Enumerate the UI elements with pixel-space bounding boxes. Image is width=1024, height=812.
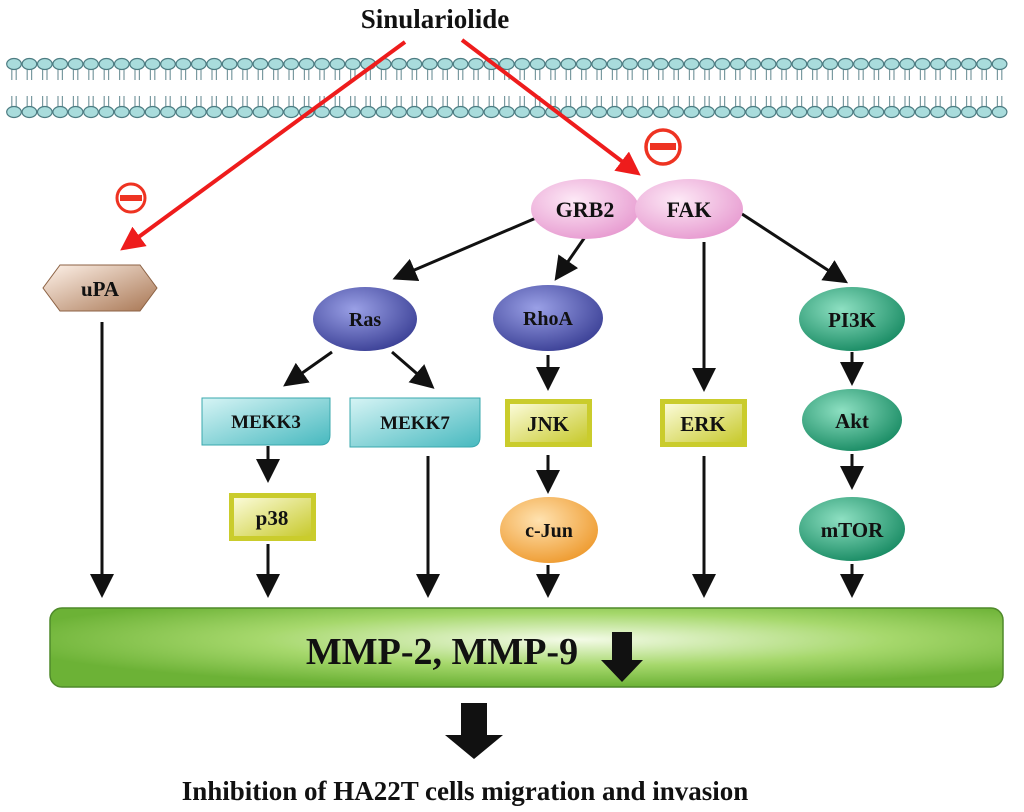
down-arrow-icon	[601, 632, 643, 682]
node-akt: Akt	[802, 389, 902, 451]
node-jnk: JNK	[505, 399, 592, 447]
node-p38: p38	[229, 493, 316, 541]
arrow-grb2-ras	[392, 216, 537, 281]
node-cjun-label: c-Jun	[525, 520, 573, 542]
mmp-bar-label: MMP-2, MMP-9	[306, 631, 578, 673]
node-akt-label: Akt	[835, 409, 869, 433]
node-mtor-label: mTOR	[821, 518, 884, 542]
inhibit-arrow-to-fak	[460, 38, 641, 176]
arrow-ras-mekk7	[391, 350, 435, 389]
inhibition-symbol-fak	[644, 128, 682, 166]
node-ras: Ras	[313, 287, 417, 351]
node-fak: FAK	[635, 179, 743, 239]
outcome-text: Inhibition of HA22T cells migration and …	[182, 776, 749, 806]
node-grb2-label: GRB2	[556, 197, 615, 222]
node-mekk7: MEKK7	[349, 397, 481, 448]
node-erk-label: ERK	[680, 412, 726, 436]
node-cjun: c-Jun	[500, 497, 598, 563]
node-jnk-label: JNK	[527, 412, 570, 436]
node-grb2: GRB2	[531, 179, 639, 239]
node-mekk3-label: MEKK3	[231, 412, 301, 433]
cell-membrane	[6, 57, 1008, 119]
node-upa-label: uPA	[81, 277, 120, 301]
inhibit-arrow-to-upa	[120, 40, 407, 251]
node-p38-label: p38	[256, 506, 289, 530]
node-pi3k-label: PI3K	[828, 308, 877, 332]
node-erk: ERK	[660, 399, 747, 447]
diagram-title: Sinulariolide	[361, 4, 510, 34]
mmp-bar: MMP-2, MMP-9	[49, 607, 1004, 688]
inhibition-symbol-upa	[115, 182, 147, 214]
outcome-down-arrow-icon	[445, 703, 503, 759]
arrow-fak-pi3k	[741, 212, 849, 284]
node-pi3k: PI3K	[799, 287, 905, 351]
node-rhoa-label: RhoA	[523, 308, 574, 330]
node-rhoa: RhoA	[493, 285, 603, 351]
node-mekk3: MEKK3	[201, 397, 331, 446]
node-fak-label: FAK	[667, 197, 712, 222]
arrow-ras-mekk3	[283, 350, 333, 387]
node-mtor: mTOR	[799, 497, 905, 561]
node-mekk7-label: MEKK7	[380, 413, 450, 434]
node-upa: uPA	[42, 264, 158, 312]
arrow-grb2-rhoa	[554, 236, 587, 281]
node-ras-label: Ras	[349, 309, 381, 331]
